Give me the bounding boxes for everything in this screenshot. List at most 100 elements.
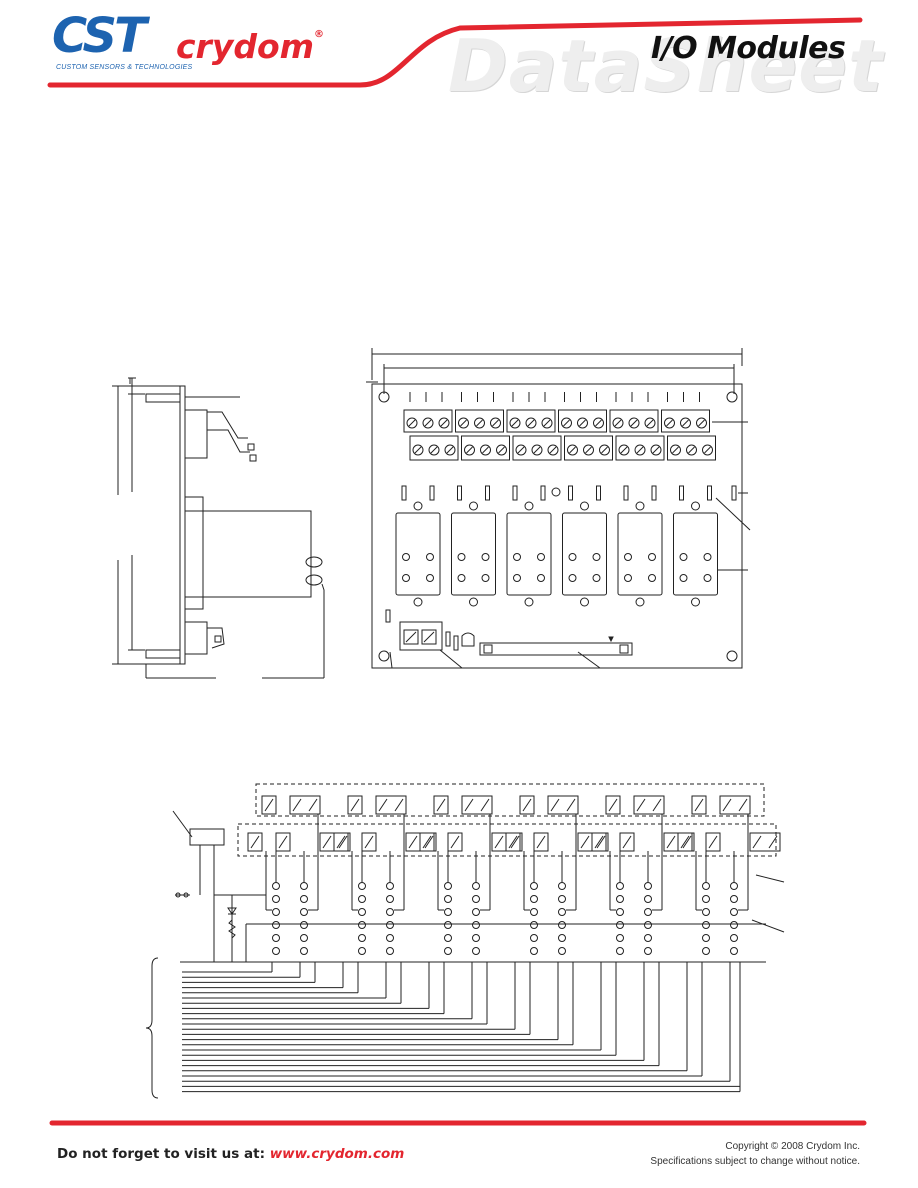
terminal-screw: [480, 444, 491, 456]
contact-node: [730, 908, 738, 916]
screw-slot: [492, 419, 499, 427]
terminal: [333, 832, 349, 852]
screw-slot: [580, 835, 590, 849]
screw-slot: [614, 419, 622, 427]
screw-slot: [250, 835, 260, 849]
contact-node: [272, 895, 280, 903]
socket-pin: [513, 553, 521, 561]
terminal-screw: [438, 417, 450, 429]
terminal-screw: [628, 417, 640, 429]
screw-slot: [414, 446, 422, 454]
contact-node: [444, 908, 452, 916]
contact-node: [272, 947, 280, 955]
brand-logo-crydom: crydom®: [176, 30, 324, 64]
screw-slot: [694, 798, 704, 812]
socket-pin: [648, 553, 656, 561]
terminal-screw: [496, 444, 507, 456]
terminal: [405, 832, 437, 852]
screw-slot: [682, 835, 692, 849]
contact-node: [300, 895, 308, 903]
relay-socket: [451, 512, 496, 596]
contact-node: [558, 882, 566, 890]
contact-node: [616, 882, 624, 890]
terminal: [447, 832, 463, 852]
terminal-screw: [531, 444, 543, 456]
screw-slot: [494, 835, 504, 849]
terminal: [663, 832, 695, 852]
terminal-block: [667, 435, 716, 461]
screw-slot: [652, 446, 660, 454]
socket-pin: [537, 574, 545, 582]
mount-hole: [691, 597, 700, 607]
screw-slot: [350, 798, 360, 812]
contact-node: [444, 882, 452, 890]
terminal-block: [455, 409, 504, 433]
screw-slot: [622, 835, 632, 849]
screw-slot: [688, 446, 695, 454]
socket-pin: [537, 553, 545, 561]
contact-node: [472, 934, 480, 942]
mount-hole: [580, 501, 589, 511]
contact-node: [616, 947, 624, 955]
terminal-screw: [577, 417, 588, 429]
screw-slot: [517, 446, 525, 454]
contact-node: [558, 934, 566, 942]
screw-slot: [308, 798, 318, 812]
resistor: [651, 485, 657, 501]
terminal-block: [461, 435, 510, 461]
terminal: [519, 795, 535, 815]
contact-node: [272, 882, 280, 890]
screw-slot: [460, 419, 467, 427]
screw-slot: [436, 798, 446, 812]
screw-slot: [536, 835, 546, 849]
terminal: [547, 795, 579, 815]
contact-node: [644, 882, 652, 890]
contact-node: [358, 908, 366, 916]
screw-slot: [508, 835, 518, 849]
terminal: [361, 832, 377, 852]
contact-node: [386, 882, 394, 890]
mount-hole: [469, 501, 478, 511]
contact-node: [472, 921, 480, 929]
screw-slot: [440, 419, 448, 427]
terminal-block: [506, 409, 556, 433]
socket-pin: [624, 553, 632, 561]
contact-node: [702, 908, 710, 916]
contact-node: [300, 947, 308, 955]
contact-node: [730, 921, 738, 929]
terminal-block: [403, 409, 453, 433]
terminal: [591, 832, 607, 852]
terminal-block: [558, 409, 607, 433]
mount-hole: [635, 597, 645, 607]
screw-slot: [704, 446, 711, 454]
board-modules: [395, 392, 737, 607]
socket-pin: [592, 574, 601, 582]
screw-slot: [466, 446, 473, 454]
mount-hole: [413, 501, 423, 511]
screw-slot: [408, 835, 418, 849]
terminal-screw: [583, 444, 594, 456]
wiring-schematic: [145, 783, 785, 1099]
contact-node: [300, 921, 308, 929]
contact-node: [358, 882, 366, 890]
contact-node: [358, 947, 366, 955]
screw-slot: [636, 798, 646, 812]
terminal-screw: [593, 417, 604, 429]
resistor: [512, 485, 518, 501]
terminal-block: [615, 435, 665, 461]
screw-slot: [594, 835, 604, 849]
screw-slot: [636, 446, 644, 454]
mount-hole: [524, 501, 534, 511]
contact-node: [702, 947, 710, 955]
screw-slot: [708, 835, 718, 849]
socket-pin: [513, 574, 521, 582]
website-link[interactable]: www.crydom.com: [269, 1146, 405, 1162]
terminal: [261, 795, 277, 815]
screw-slot: [666, 419, 673, 427]
footer-visit-text: Do not forget to visit us at:: [57, 1146, 270, 1162]
screw-slot: [596, 835, 606, 849]
socket-pin: [568, 553, 577, 561]
screw-slot: [666, 835, 676, 849]
contact-node: [730, 895, 738, 903]
terminal-screw: [702, 444, 713, 456]
